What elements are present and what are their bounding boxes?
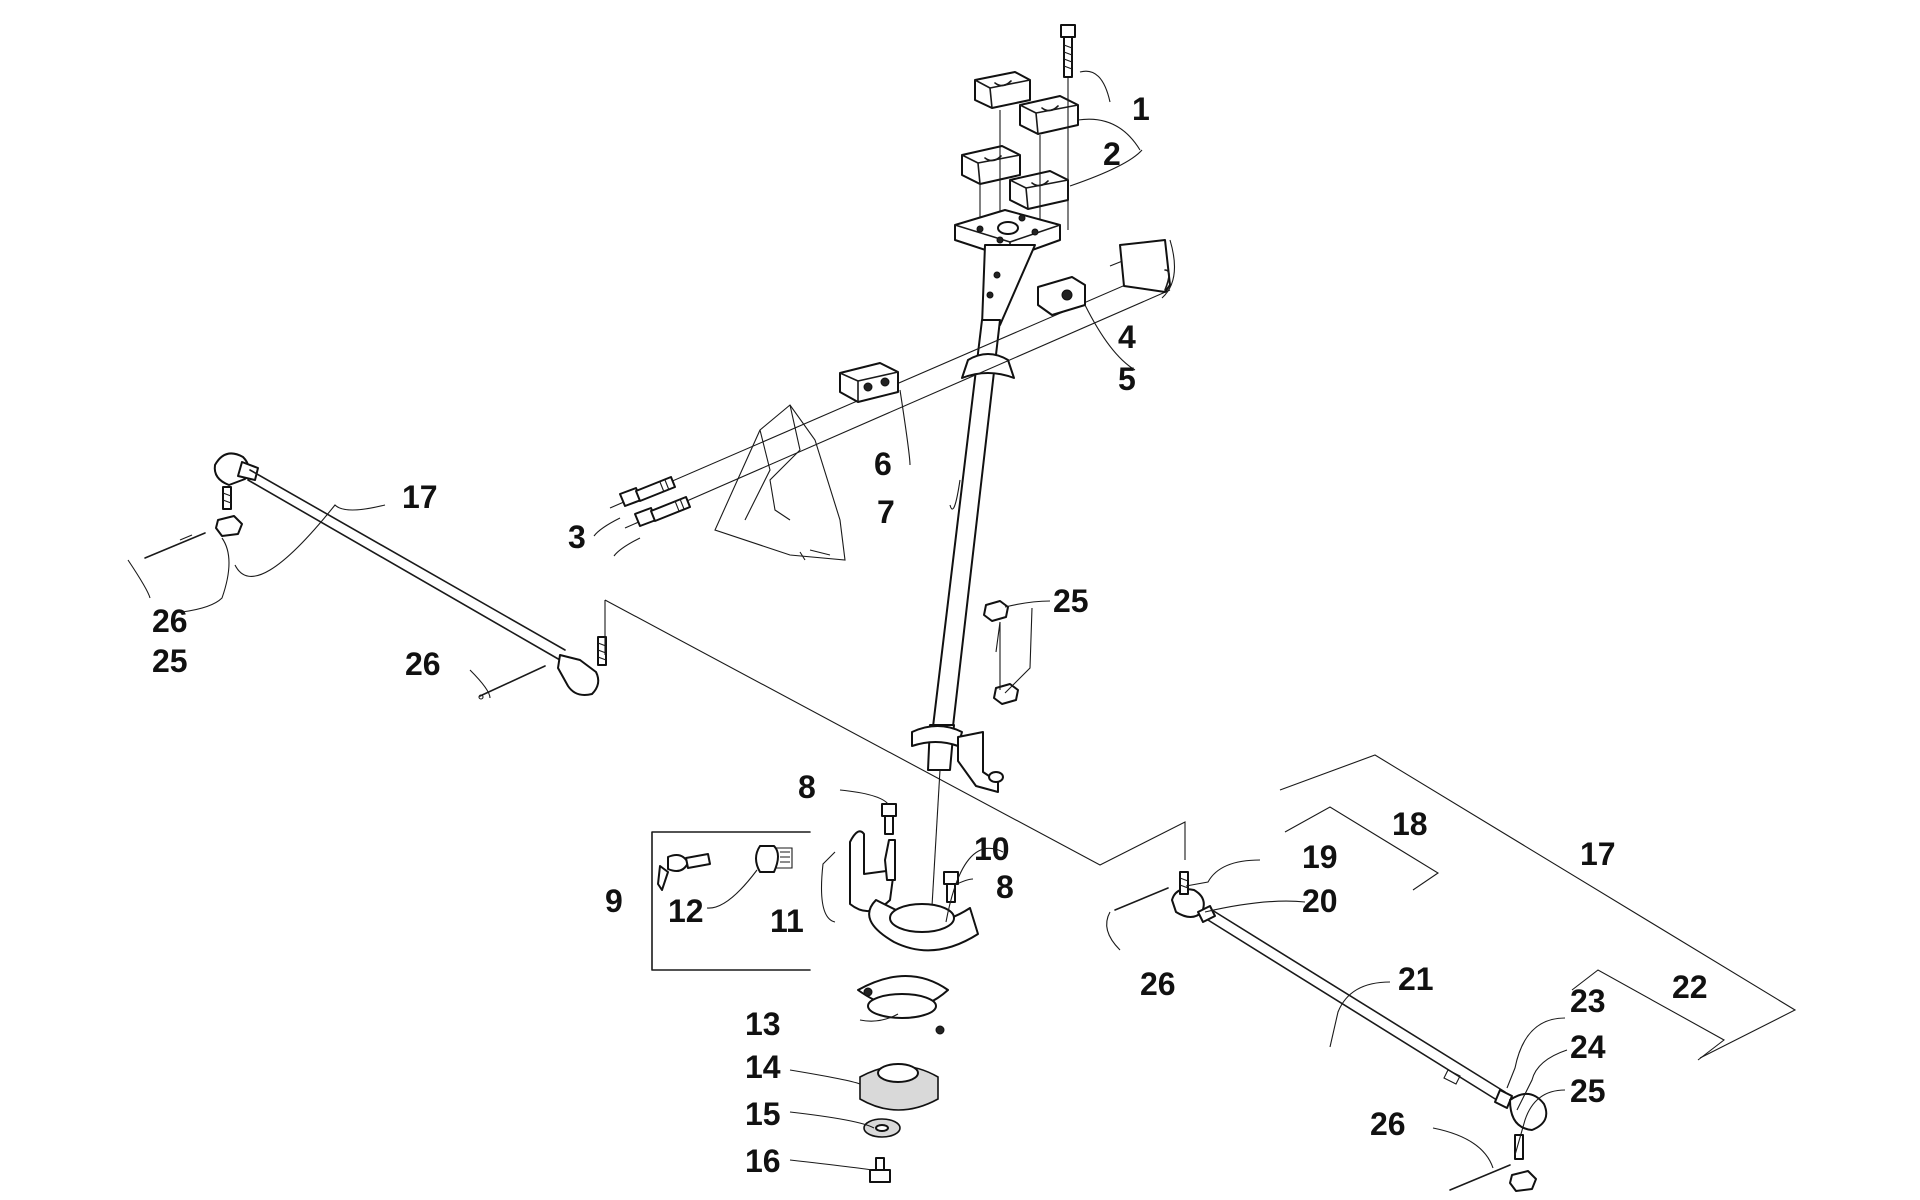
callout-25-right: 25	[1570, 1073, 1606, 1109]
callout-13: 13	[745, 1006, 781, 1042]
nut-25-upper	[983, 600, 1009, 622]
callout-25-center: 25	[1053, 583, 1089, 619]
callout-5: 5	[1118, 361, 1136, 397]
callout-1: 1	[1132, 91, 1150, 127]
callout-26-left-bottom: 26	[405, 646, 441, 682]
leader-lines	[127, 70, 1568, 1171]
bracket-22	[1571, 969, 1725, 1061]
callout-8-lower: 8	[996, 869, 1014, 905]
handlebar-block-lower-left	[961, 145, 1021, 185]
nut-leader	[995, 621, 1001, 690]
callout-18: 18	[1392, 806, 1428, 842]
cotter-pin-right-top	[1114, 887, 1169, 911]
callout-3: 3	[568, 519, 586, 555]
callout-16: 16	[745, 1143, 781, 1179]
ignition-lock-group	[651, 830, 979, 971]
bolt-16	[869, 1157, 891, 1183]
cotter-pin-left-top	[144, 532, 206, 559]
bolt-8-lower	[943, 871, 959, 903]
callout-12: 12	[668, 893, 704, 929]
bolt-8-upper	[881, 803, 897, 835]
callout-17-right: 17	[1580, 836, 1616, 872]
callout-23: 23	[1570, 983, 1606, 1019]
cotter-pin-left-bottom	[478, 665, 546, 700]
steering-post	[911, 244, 1036, 941]
callout-10: 10	[974, 831, 1010, 867]
callout-19: 19	[1302, 839, 1338, 875]
callout-4: 4	[1118, 319, 1136, 355]
handlebar-block-upper-left	[974, 71, 1031, 109]
tie-rod-right	[1171, 871, 1548, 1192]
bracket-17-right	[1279, 754, 1797, 1059]
bracket-4-5	[1037, 239, 1171, 316]
flange-13	[857, 975, 949, 1035]
callout-26-right-bottom: 26	[1370, 1106, 1406, 1142]
callout-26-left-top: 26	[152, 603, 188, 639]
bearing-14	[859, 1063, 939, 1111]
nut-25-lower	[993, 683, 1019, 705]
mounting-block-6	[839, 362, 899, 403]
bolt-1	[1060, 24, 1076, 78]
handlebar-block-lower-right	[1009, 170, 1069, 210]
callout-11: 11	[770, 903, 804, 939]
cotter-pin-right-bottom	[1449, 1164, 1511, 1191]
callout-14: 14	[745, 1049, 781, 1085]
callout-22: 22	[1672, 969, 1708, 1005]
callout-17-left: 17	[402, 479, 438, 515]
callout-2: 2	[1103, 136, 1121, 172]
callout-8-upper: 8	[798, 769, 816, 805]
callout-20: 20	[1302, 883, 1338, 919]
callout-15: 15	[745, 1096, 781, 1132]
callout-21: 21	[1398, 961, 1434, 997]
washer-15	[863, 1118, 901, 1138]
handlebar-block-upper-right	[1019, 95, 1079, 135]
bolt-3-lower	[634, 496, 691, 527]
callout-7: 7	[877, 494, 895, 530]
callout-numbers: 1 2 3 4 5 6 7 8 8 9 10 11 12 13 14 15 16…	[152, 91, 1708, 1179]
linkage-line	[604, 599, 1186, 866]
support-bracket	[714, 404, 846, 561]
callout-6: 6	[874, 446, 892, 482]
bolt-3-upper	[619, 476, 676, 507]
tie-rod-left	[213, 452, 607, 696]
callout-26-right-top: 26	[1140, 966, 1176, 1002]
bracket-18	[1284, 806, 1440, 891]
callout-25-left: 25	[152, 643, 188, 679]
callout-9: 9	[605, 883, 623, 919]
callout-24: 24	[1570, 1029, 1606, 1065]
